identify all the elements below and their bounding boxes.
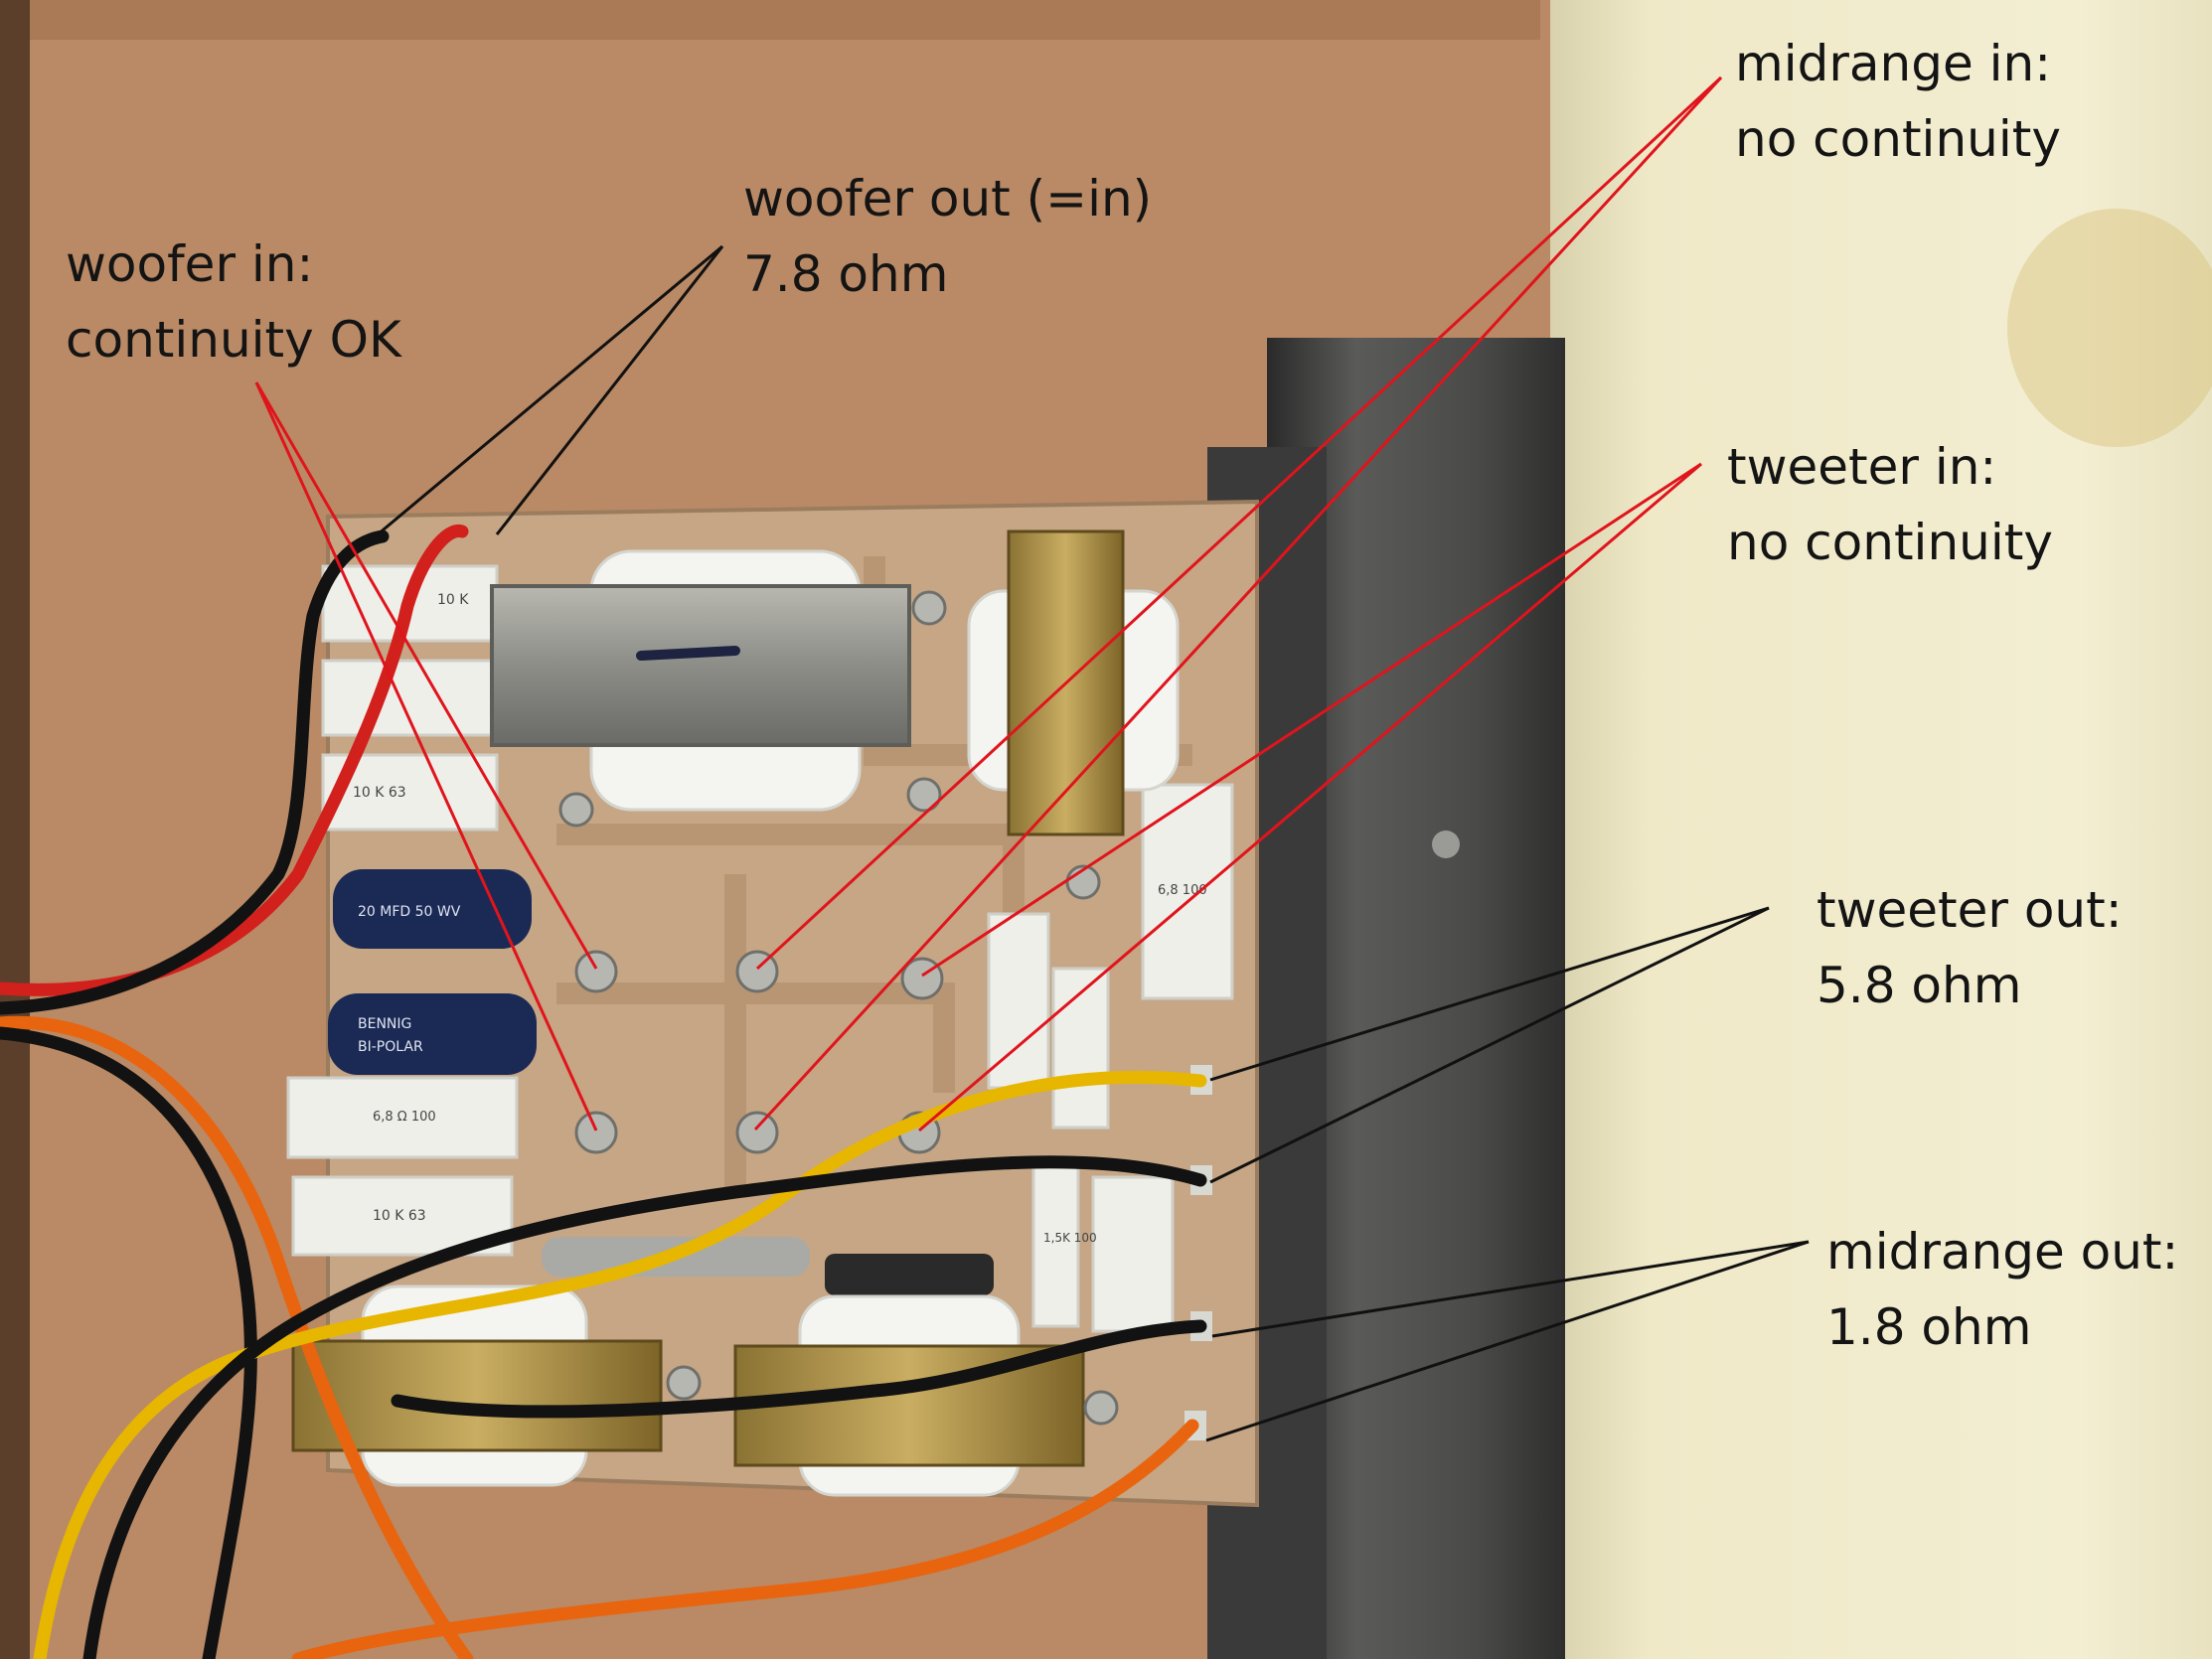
label-tweeter-in: tweeter in: no continuity (1727, 429, 2053, 580)
resistor-6r8-marking: 6,8 Ω 100 (373, 1110, 436, 1125)
magnet-screw (1432, 830, 1460, 858)
wood-shadow-left (0, 0, 30, 1659)
wire-yellow-tweeter (33, 1070, 1207, 1659)
capacitor-upper-rating: 20 MFD 50 WV (358, 904, 461, 920)
capacitor-lower (328, 993, 537, 1075)
label-tweeter-in-line2: no continuity (1727, 514, 2053, 571)
label-woofer-in-line1: woofer in: (66, 235, 314, 293)
small-cap-black (825, 1254, 994, 1295)
resistor-vertical-b (1051, 967, 1110, 1130)
capacitor-lower-brand: BENNIG (358, 1016, 411, 1032)
terminal-nuts (558, 590, 1119, 1426)
red-annotation-lines (254, 75, 1723, 1132)
wire-black-lower (0, 1026, 257, 1659)
brass-coil-bottom-left (291, 1339, 663, 1452)
board-top-edge (30, 0, 1540, 40)
foam-panel (1550, 0, 2212, 1659)
label-woofer-in-line2: continuity OK (66, 311, 401, 369)
label-midrange-in-line2: no continuity (1735, 110, 2061, 168)
label-tweeter-out-line1: tweeter out: (1817, 881, 2123, 939)
wire-black-midrange (391, 1319, 1207, 1419)
label-woofer-out-line2: 7.8 ohm (743, 245, 949, 303)
resistor-vertical-c (1031, 1165, 1080, 1328)
resistor-vertical-d (1091, 1175, 1175, 1333)
label-midrange-out-line2: 1.8 ohm (1826, 1298, 2032, 1356)
label-midrange-in-line1: midrange in: (1735, 35, 2052, 92)
label-woofer-in: woofer in: continuity OK (66, 226, 401, 377)
iron-core-inductor (490, 584, 911, 747)
black-annotation-lines (377, 244, 1810, 1442)
label-tweeter-out: tweeter out: 5.8 ohm (1817, 872, 2123, 1023)
label-midrange-in: midrange in: no continuity (1735, 26, 2061, 177)
foam-stain (2007, 209, 2212, 447)
wire-black-tweeter (82, 1155, 1207, 1659)
label-midrange-out-line1: midrange out: (1826, 1223, 2179, 1281)
label-woofer-out: woofer out (=in) 7.8 ohm (743, 161, 1152, 312)
label-midrange-out: midrange out: 1.8 ohm (1826, 1214, 2178, 1365)
resistor-10k-top-marking: 10 K (437, 592, 469, 608)
core-mark (636, 646, 740, 661)
wire-black-input (0, 529, 390, 1015)
resistor-10k63-mid (321, 753, 499, 831)
label-tweeter-out-line2: 5.8 ohm (1817, 957, 2022, 1014)
wire-orange-main (0, 1015, 474, 1659)
resistor-6r8 (286, 1076, 519, 1159)
capacitor-upper (333, 869, 532, 949)
resistor-1r5-marking: 1,5K 100 (1043, 1231, 1097, 1245)
resistor-10k63-bottom-marking: 10 K 63 (373, 1208, 426, 1224)
label-tweeter-in-line1: tweeter in: (1727, 438, 1997, 496)
wire-orange-midrange (291, 1419, 1199, 1659)
resistor-10k63-mid-marking: 10 K 63 (353, 785, 406, 801)
label-woofer-out-line1: woofer out (=in) (743, 170, 1153, 227)
capacitor-lower-type: BI-POLAR (358, 1039, 423, 1055)
